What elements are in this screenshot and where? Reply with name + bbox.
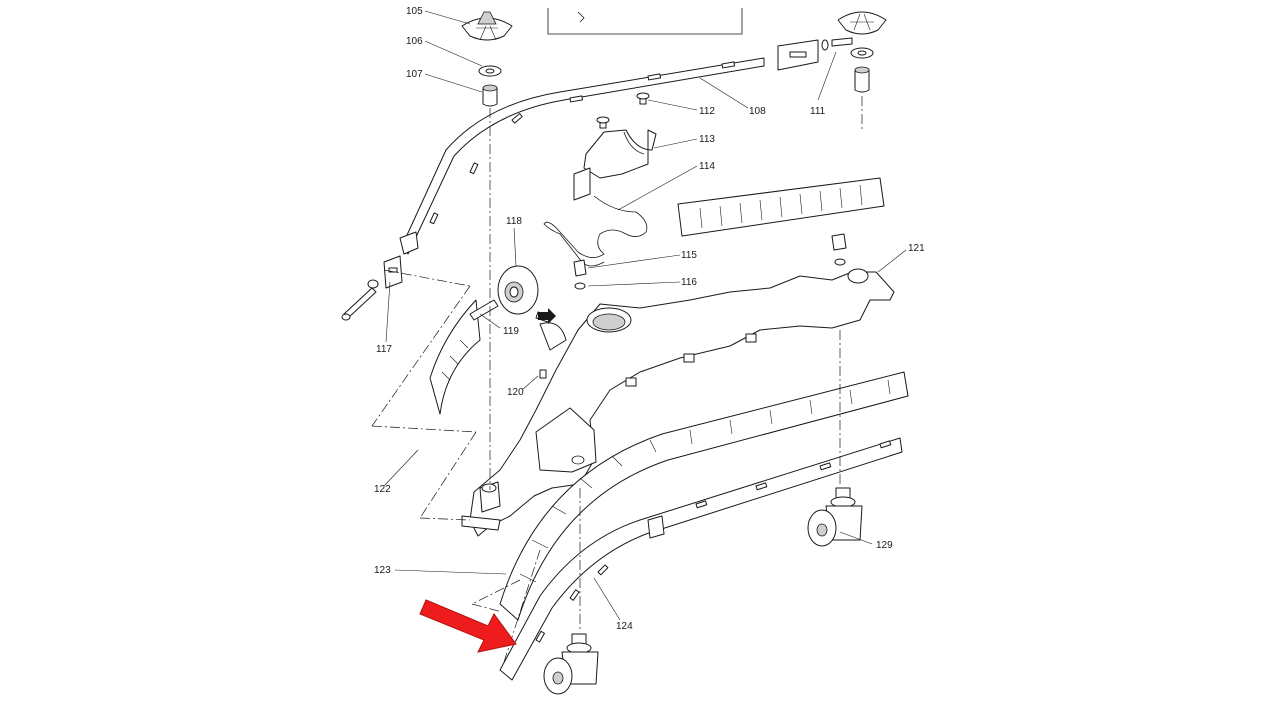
- callout-119: 119: [503, 326, 519, 337]
- callout-122: 122: [374, 484, 391, 495]
- callout-105: 105: [406, 6, 423, 17]
- rear-squeegee-blade: [677, 177, 885, 237]
- top-frame-box: [547, 8, 743, 35]
- callout-113: 113: [699, 134, 715, 145]
- top-right-pad-assembly: [777, 11, 887, 93]
- callout-120: 120: [507, 387, 524, 398]
- leader-lines: [383, 10, 907, 621]
- side-bracket-and-bolt: [341, 255, 403, 321]
- highlight-arrow-icon: [419, 599, 517, 653]
- callout-121: 121: [908, 243, 925, 254]
- front-squeegee-blade: [499, 371, 909, 621]
- nut-and-washer: [573, 259, 587, 290]
- callout-123: 123: [374, 565, 391, 576]
- spring-wire: [543, 195, 648, 267]
- callout-129: 129: [876, 540, 893, 551]
- direction-arrow-icon: [538, 308, 556, 324]
- callout-116: 116: [681, 277, 697, 288]
- left-blade-fragment: [429, 299, 481, 415]
- clamp-assembly: [573, 92, 657, 201]
- callout-108: 108: [749, 106, 766, 117]
- callout-117: 117: [376, 344, 392, 355]
- caster-wheel-left: [543, 633, 599, 695]
- callout-114: 114: [699, 161, 715, 172]
- caster-wheel: [469, 265, 539, 321]
- callout-115: 115: [681, 250, 697, 261]
- front-bracket-strip: [499, 437, 903, 681]
- callout-112: 112: [699, 106, 715, 117]
- callout-106: 106: [406, 36, 423, 47]
- callout-111: 111: [810, 106, 826, 117]
- caster-wheel-right: [807, 487, 863, 547]
- squeegee-frame: [461, 233, 895, 537]
- callout-124: 124: [616, 621, 633, 632]
- callout-labels: 105 106 107 108 111 112 113 114 115 116 …: [374, 6, 925, 632]
- top-left-pad-assembly: [461, 11, 513, 107]
- callout-107: 107: [406, 69, 423, 80]
- callout-118: 118: [506, 216, 522, 227]
- phantom-lines: [371, 96, 863, 663]
- upper-bracket-strip: [399, 57, 765, 255]
